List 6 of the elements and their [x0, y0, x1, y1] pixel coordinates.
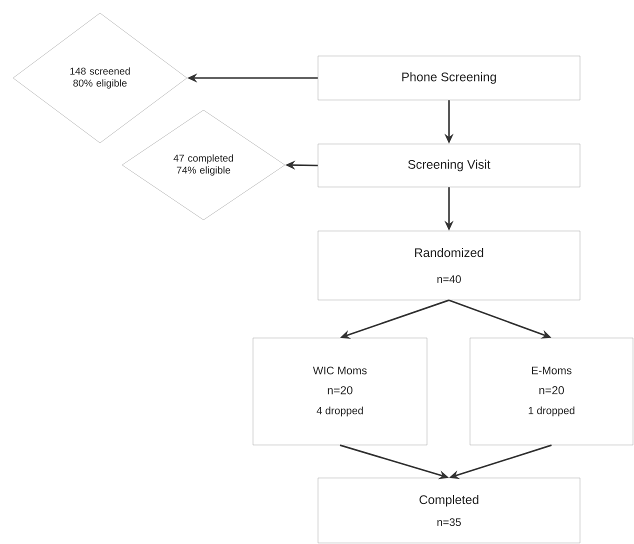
process-box: Completed n=35 — [318, 478, 580, 544]
process-box: WIC Moms n=20 4 dropped — [252, 338, 428, 446]
process-box: Phone Screening — [318, 56, 580, 100]
process-box: Randomized n=40 — [318, 230, 580, 300]
process-box: Screening Visit — [318, 144, 580, 188]
process-box: E-Moms n=20 1 dropped — [470, 338, 634, 446]
